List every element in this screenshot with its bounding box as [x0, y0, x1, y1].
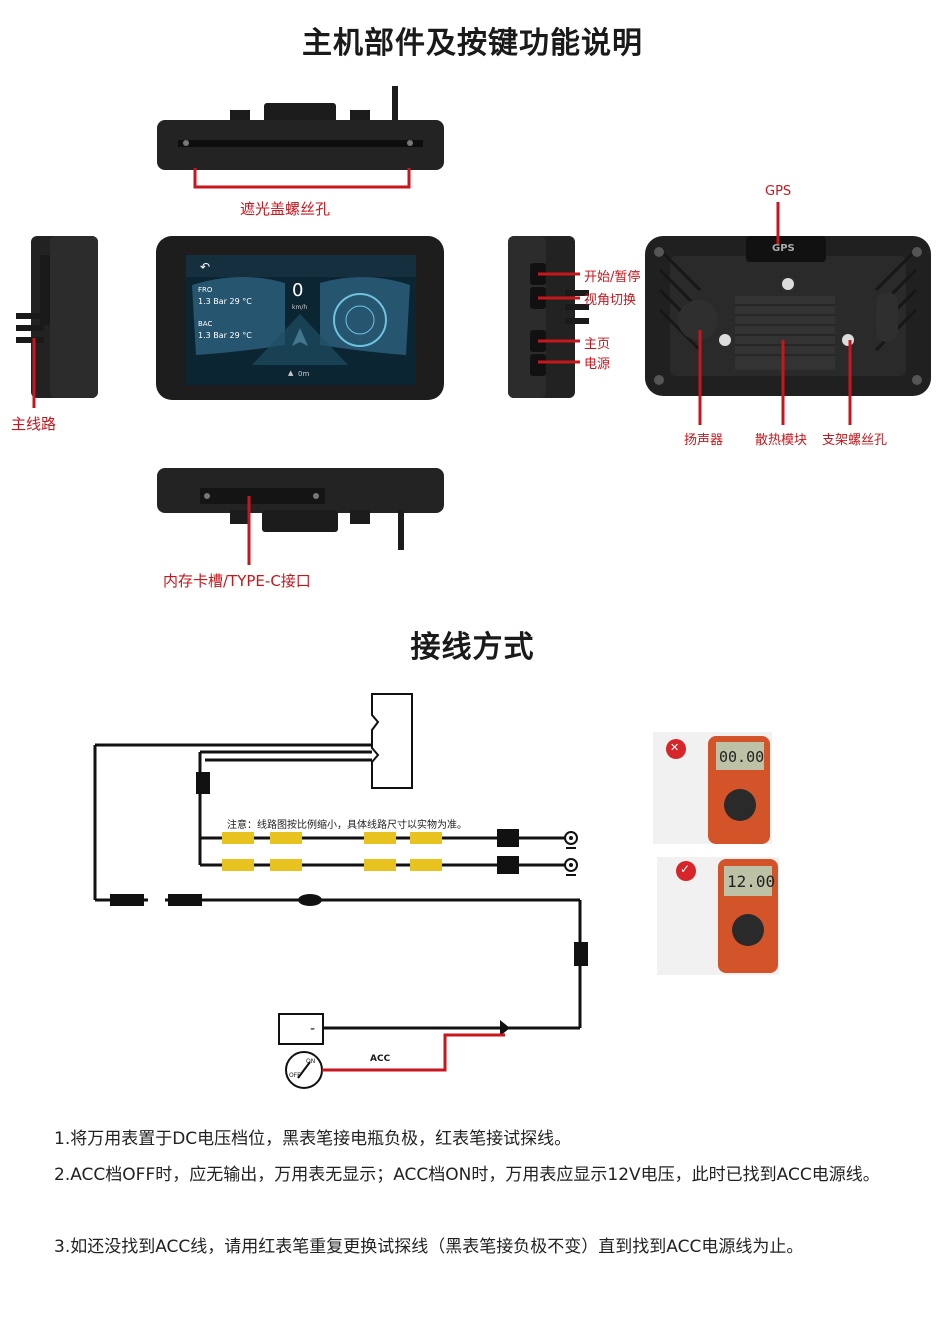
label-start-pause: 开始/暂停: [584, 270, 641, 285]
bac-value: 1.3 Bar 29 °C: [198, 331, 252, 340]
back-arrow-icon[interactable]: ↶: [200, 260, 211, 274]
section-title-wiring: 接线方式: [410, 630, 535, 665]
label-card-slot: 内存卡槽/TYPE-C接口: [163, 572, 311, 590]
speed-value: 0: [292, 280, 304, 301]
navigation-icon: ▲: [288, 369, 294, 377]
gps-module-tag: GPS: [772, 243, 795, 254]
label-gps: GPS: [765, 184, 792, 199]
label-main-cable: 主线路: [11, 415, 57, 433]
correct-icon: ✓: [680, 862, 691, 876]
multimeter-wrong: [653, 732, 772, 844]
label-power: 电源: [584, 357, 611, 372]
wrong-icon: ✕: [670, 741, 680, 754]
device-top-view: [157, 86, 444, 189]
device-left-view: [16, 236, 98, 408]
switch-on-label: ON: [306, 1058, 316, 1065]
device-bottom-view: [157, 468, 444, 565]
meter-wrong-reading: 00.00: [719, 748, 765, 766]
svg-text:-: -: [310, 1021, 315, 1037]
wiring-components: -: [110, 772, 588, 1089]
bac-label: BAC: [198, 320, 213, 328]
switch-off-label: OFF: [289, 1072, 301, 1079]
label-sunshade-screw: 遮光盖螺丝孔: [240, 200, 331, 218]
instruction-2: 2.ACC档OFF时，应无输出，万用表无显示；ACC档ON时，万用表应显示12V…: [54, 1165, 880, 1185]
acc-label: ACC: [370, 1054, 391, 1064]
fro-value: 1.3 Bar 29 °C: [198, 297, 252, 306]
distance-value: 0m: [298, 370, 310, 378]
device-back-view: [645, 202, 931, 425]
label-heat-sink: 散热模块: [755, 433, 808, 448]
section-title-components: 主机部件及按键功能说明: [302, 26, 643, 61]
instruction-3: 3.如还没找到ACC线，请用红表笔重复更换试探线（黑表笔接负极不变）直到找到AC…: [54, 1237, 804, 1257]
speed-unit: km/h: [292, 304, 308, 311]
meter-right-reading: 12.00: [727, 872, 776, 891]
label-view-switch: 视角切换: [584, 293, 637, 308]
fro-label: FRO: [198, 286, 213, 294]
multimeter-right: [657, 857, 779, 975]
device-right-view: [508, 236, 589, 398]
label-bracket-screw: 支架螺丝孔: [822, 433, 888, 448]
label-speaker: 扬声器: [684, 433, 724, 448]
wiring-note: 注意：线路图按比例缩小，具体线路尺寸以实物为准。: [227, 820, 467, 831]
instruction-1: 1.将万用表置于DC电压档位，黑表笔接电瓶负极，红表笔接试探线。: [54, 1129, 572, 1149]
label-home: 主页: [584, 337, 611, 352]
device-front-view: [156, 236, 444, 400]
